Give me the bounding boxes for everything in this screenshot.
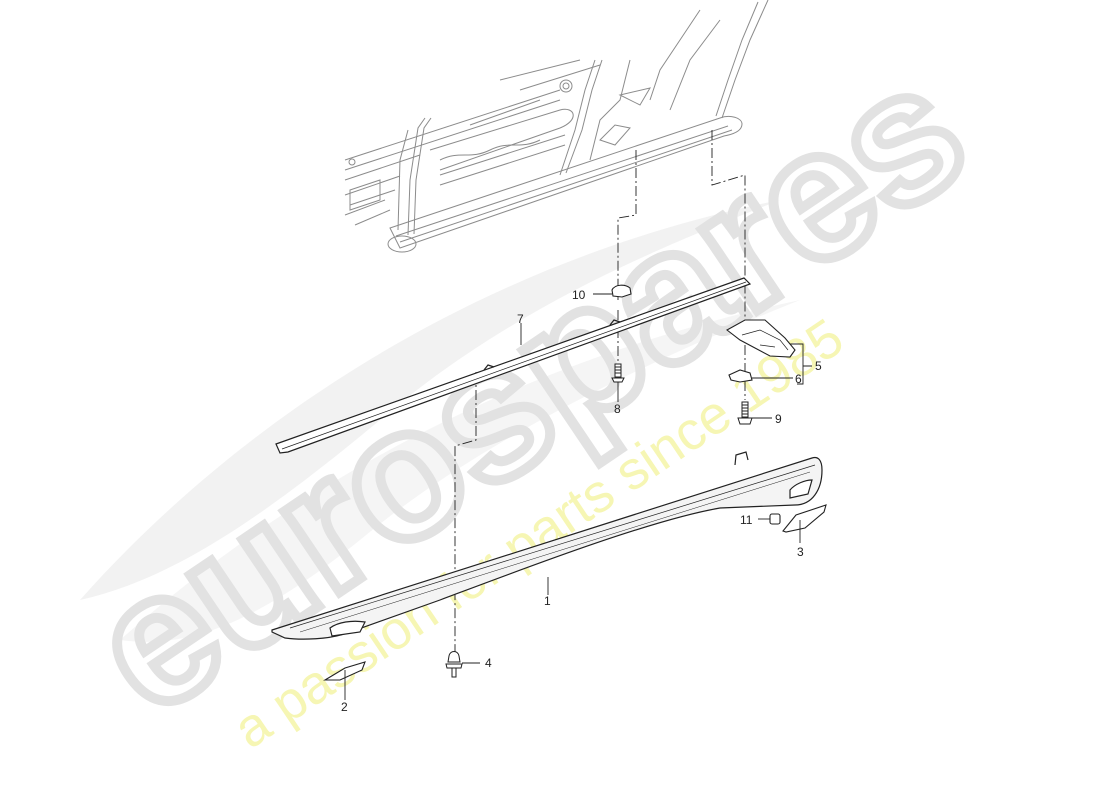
callout-5[interactable]: 5 (815, 359, 822, 373)
watermark: eurospares a passion for parts since 198… (52, 20, 1004, 760)
part-10-clip (611, 284, 632, 298)
part-3-rear-insert (782, 504, 827, 533)
part-1-sill-cover (271, 451, 823, 640)
vehicle-body-outline (344, 0, 769, 253)
part-9-screw (737, 401, 753, 425)
callout-9[interactable]: 9 (775, 412, 782, 426)
callout-1[interactable]: 1 (544, 594, 551, 608)
callout-11[interactable]: 11 (740, 513, 753, 527)
watermark-swoosh (80, 200, 800, 642)
callout-10[interactable]: 10 (572, 288, 586, 302)
part-7-trim-strip (275, 277, 752, 454)
callout-3[interactable]: 3 (797, 545, 804, 559)
callout-6[interactable]: 6 (795, 372, 802, 386)
part-4-fastener (445, 651, 463, 678)
leader-lines (344, 293, 812, 700)
part-5-bracket (726, 319, 796, 358)
callout-4[interactable]: 4 (485, 656, 492, 670)
part-6-clip-nut (728, 369, 753, 383)
part-11-clip (769, 513, 781, 525)
part-8-screw (611, 363, 625, 383)
watermark-brand: eurospares (57, 25, 999, 754)
callout-labels: 1 2 3 4 5 6 7 8 9 10 11 (341, 288, 822, 714)
callout-2[interactable]: 2 (341, 700, 348, 714)
callout-8[interactable]: 8 (614, 402, 621, 416)
callout-7[interactable]: 7 (517, 312, 524, 326)
